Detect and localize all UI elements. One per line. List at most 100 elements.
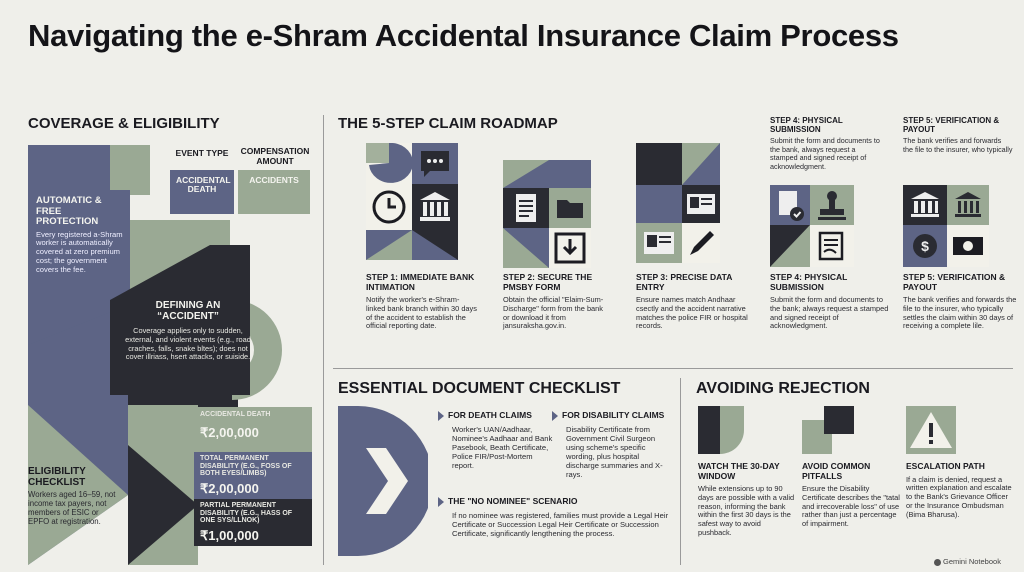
warning-icon: [906, 406, 956, 454]
roadmap-heading: THE 5-STEP CLAIM ROADMAP: [338, 115, 558, 132]
top-step-4-text: Submit the form and documents to the ban…: [770, 136, 880, 171]
dis-title: FOR DISABILITY CLAIMS: [562, 410, 665, 420]
shape-tile: [549, 160, 591, 188]
step-text: Submit the form and documents to the ban…: [770, 295, 889, 331]
col-event-header: EVENT TYPE: [175, 148, 229, 158]
arrow-icon: [552, 410, 558, 421]
checked-document-icon: [770, 185, 810, 225]
id-card-icon: [682, 185, 720, 223]
col-comp-header: COMPENSATION AMOUNT: [240, 146, 310, 166]
step-1: STEP 1: IMMEDIATE BANK INTIMATION Notify…: [366, 272, 478, 331]
shape-tile: [412, 230, 458, 260]
folder-icon: [549, 188, 591, 228]
step-5: STEP 5: VERIFICATION & PAYOUT The bank v…: [903, 272, 1017, 331]
defining-panel: [110, 245, 250, 395]
chevron-graphic: [338, 406, 428, 556]
divider: [680, 378, 681, 565]
divider: [333, 368, 1013, 369]
cash-icon: [947, 225, 989, 267]
rejection-item-2: AVOID COMMON PITFALLS Ensure the Disabil…: [802, 461, 900, 529]
auto-panel: [28, 190, 130, 300]
comp-cell: ACCIDENTS: [238, 170, 310, 214]
amount-label: ACCIDENTAL DEATH: [200, 411, 271, 418]
nonom-text: If no nominee was registered, families m…: [452, 510, 669, 538]
step-2: STEP 2: SECURE THE PMSBY FORM Obtain the…: [503, 272, 611, 331]
bank-icon: [903, 185, 947, 225]
top-step-4: STEP 4: PHYSICAL SUBMISSION Submit the f…: [770, 116, 885, 171]
amount-label: TOTAL PERMANENT DISABILITY (e.g., foss o…: [200, 455, 292, 477]
rejection-item-3: ESCALATION PATH If a claim is denied, re…: [906, 461, 1014, 519]
rejection-heading: AVOIDING REJECTION: [696, 380, 870, 397]
nonom-title: THE "NO NOMINEE" SCENARIO: [448, 496, 578, 506]
arrow-icon: [438, 496, 444, 507]
footer: Gemini Notebook: [934, 557, 1001, 566]
bank-icon: [412, 184, 458, 230]
step-text: Notify the worker's e-Shram-linked bank …: [366, 295, 477, 331]
top-step-4-title: STEP 4: PHYSICAL SUBMISSION: [770, 116, 843, 134]
step-4: STEP 4: PHYSICAL SUBMISSION Submit the f…: [770, 272, 890, 331]
elig-title: ELIGIBILITY CHECKLIST: [28, 466, 86, 488]
rej-title: WATCH THE 30-DAY WINDOW: [698, 461, 780, 481]
shape-tile: [770, 225, 810, 267]
amount-card: PARTIAL PERMANENT DISABILITY (e.g., hass…: [194, 499, 312, 546]
auto-text: Every registered a-Shram worker is autom…: [36, 229, 123, 274]
rej-text: While extensions up to 90 days are possi…: [698, 484, 795, 537]
amount-value: ₹1,00,000: [200, 527, 259, 543]
comp-text: ACCIDENTS: [249, 175, 299, 185]
top-step-5: STEP 5: VERIFICATION & PAYOUT The bank v…: [903, 116, 1013, 154]
top-step-5-title: STEP 5: VERIFICATION & PAYOUT: [903, 116, 1000, 134]
pie-icon: [366, 143, 412, 184]
dollar-icon: $: [903, 225, 947, 267]
download-icon: [549, 228, 591, 268]
shape-tile: [636, 143, 682, 185]
rej-text: If a claim is denied, request a written …: [906, 474, 1012, 519]
document-icon: [503, 188, 549, 228]
def-text: Coverage applies only to sudden, externa…: [125, 326, 251, 362]
amount-card: ACCIDENTAL DEATH ₹2,00,000: [194, 407, 312, 452]
no-nominee: THE "NO NOMINEE" SCENARIO If no nominee …: [438, 496, 670, 538]
defining-accident: DEFINING AN “ACCIDENT” Coverage applies …: [124, 300, 252, 362]
top-step-5-text: The bank verifies and forwards the file …: [903, 136, 1013, 154]
coverage-heading: COVERAGE & ELIGIBILITY: [28, 115, 220, 132]
amount-label: PARTIAL PERMANENT DISABILITY (e.g., hass…: [200, 502, 293, 524]
id-card-icon: [636, 223, 682, 263]
amount-card: TOTAL PERMANENT DISABILITY (e.g., foss o…: [194, 452, 312, 499]
step-text: Ensure names match Andhaar csectly and t…: [636, 295, 748, 331]
death-claims: FOR DEATH CLAIMS Worker's UAN/Aadhaar, N…: [438, 410, 556, 470]
step-text: The bank verifies and forwards the file …: [903, 295, 1017, 331]
event-cell: ACCIDENTAL DEATH: [170, 170, 234, 214]
step-text: Obtain the official "Elaim-Sum-Discharge…: [503, 295, 604, 331]
def-title: DEFINING AN “ACCIDENT”: [155, 300, 221, 322]
shape-tile: [503, 160, 549, 188]
svg-text:$: $: [921, 238, 929, 254]
rej-text: Ensure the Disability Certificate descri…: [802, 484, 900, 529]
amount-value: ₹2,00,000: [200, 424, 259, 440]
elig-text: Workers aged 16–59, not income tax payer…: [28, 490, 116, 526]
divider: [323, 115, 324, 565]
rejection-item-1: WATCH THE 30-DAY WINDOW While extensions…: [698, 461, 796, 538]
pitfalls-graphic: [802, 406, 854, 454]
footer-text: Gemini Notebook: [943, 557, 1001, 566]
shape-block: [110, 145, 150, 195]
step-title: STEP 4: PHYSICAL SUBMISSION: [770, 272, 848, 292]
eligibility: ELIGIBILITY CHECKLIST Workers aged 16–59…: [28, 466, 120, 526]
step-title: STEP 2: SECURE THE PMSBY FORM: [503, 272, 593, 292]
auto-protection: AUTOMATIC & FREE PROTECTION Every regist…: [36, 195, 126, 274]
notebook-icon: [934, 558, 941, 566]
arrow-icon: [438, 410, 444, 421]
amount-value: ₹2,00,000: [200, 480, 259, 496]
shape-tile: [366, 230, 412, 260]
shape-tile: [682, 143, 720, 185]
stamp-icon: [810, 185, 854, 225]
certificate-icon: [810, 225, 854, 267]
step-title: STEP 3: PRECISE DATA ENTRY: [636, 272, 733, 292]
dis-text: Disability Certificate from Government C…: [566, 424, 663, 479]
chat-icon: [412, 143, 458, 184]
pen-icon: [682, 223, 720, 263]
event-text: ACCIDENTAL DEATH: [176, 175, 231, 194]
death-text: Worker's UAN/Aadhaar, Nominee's Aadhaar …: [452, 424, 553, 470]
step-3: STEP 3: PRECISE DATA ENTRY Ensure names …: [636, 272, 748, 331]
checklist-heading: ESSENTIAL DOCUMENT CHECKLIST: [338, 380, 621, 397]
shape-tile: [503, 228, 549, 268]
window-graphic: [698, 406, 744, 454]
